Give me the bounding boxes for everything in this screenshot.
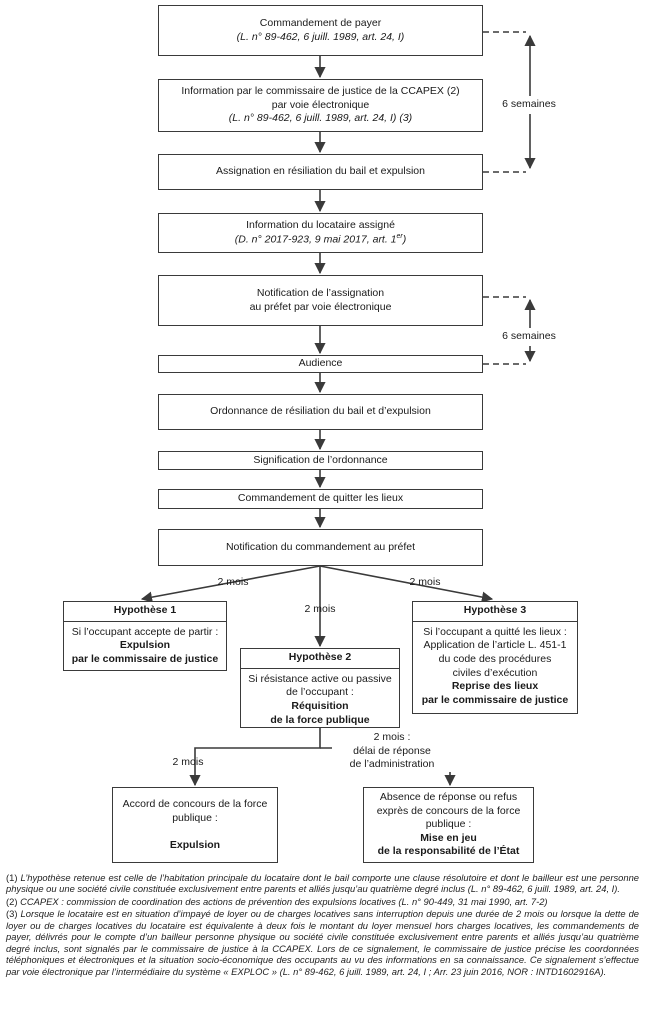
step4-ref-end: ) — [402, 233, 407, 246]
outcome-accord-concours: Accord de concours de la force publique … — [112, 787, 278, 863]
hypothesis-3-title: Hypothèse 3 — [413, 602, 577, 622]
step6-title: Audience — [298, 357, 343, 370]
step2-line2: par voie électronique — [271, 98, 370, 111]
footnote-3: (3) Lorsque le locataire est en situatio… — [6, 908, 639, 977]
step-notification-assignation-prefet: Notification de l’assignation au préfet … — [158, 275, 483, 326]
outcome-absence-reponse: Absence de réponse ou refus exprès de co… — [363, 787, 534, 863]
footnote-3-number: (3) — [6, 908, 18, 920]
step-information-ccapex: Information par le commissaire de justic… — [158, 79, 483, 132]
footnote-1-number: (1) — [6, 872, 18, 883]
hypothesis-3-text4: civiles d’exécution — [452, 666, 538, 679]
footnote-3-text: Lorsque le locataire est en situation d’… — [6, 908, 640, 977]
hypothesis-1-body: Si l’occupant accepte de partir : Expuls… — [68, 622, 223, 667]
hypothesis-1-title: Hypothèse 1 — [64, 602, 226, 622]
step5-line1: Notification de l’assignation — [256, 286, 385, 299]
step4-ref-text: (D. n° 2017-923, 9 mai 2017, art. 1 — [234, 233, 397, 246]
outcome-right-text1: Absence de réponse ou refus — [379, 790, 518, 803]
delay-six-weeks-1: 6 semaines — [502, 98, 556, 110]
hypothesis-3-bold1: Reprise des lieux — [451, 680, 539, 693]
outcome-right-text3: publique : — [425, 818, 472, 831]
hypothesis-2-bold2: de la force publique — [270, 713, 370, 726]
hypothesis-2: Hypothèse 2 Si résistance active ou pass… — [240, 648, 400, 728]
hypothesis-2-text2: de l’occupant : — [286, 686, 354, 699]
delay-six-weeks-2: 6 semaines — [502, 330, 556, 342]
step-notification-commandement-prefet: Notification du commandement au préfet — [158, 529, 483, 566]
procedure-flowchart: Commandement de payer (L. n° 89-462, 6 j… — [63, 5, 578, 863]
hypothesis-2-bold1: Réquisition — [291, 699, 349, 712]
step7-title: Ordonnance de résiliation du bail et d’e… — [210, 405, 431, 418]
hypothesis-3: Hypothèse 3 Si l’occupant a quitté les l… — [412, 601, 578, 714]
outcome-left-bold: Expulsion — [169, 839, 221, 852]
hypothesis-3-text3: du code des procédures — [438, 652, 552, 665]
hypothesis-1-bold2: par le commissaire de justice — [71, 652, 219, 665]
delay-two-months-center: 2 mois — [304, 603, 336, 615]
hypothesis-1-bold1: Expulsion — [119, 639, 171, 652]
footnote-2-text: CCAPEX : commission de coordination des … — [20, 895, 548, 907]
step10-title: Notification du commandement au préfet — [225, 540, 416, 553]
step5-line2: au préfet par voie électronique — [249, 300, 392, 313]
step1-title: Commandement de payer — [259, 16, 382, 29]
step9-title: Commandement de quitter les lieux — [237, 492, 404, 505]
footnotes: (1) L’hypothèse retenue est celle de l’h… — [6, 872, 639, 978]
delay-bottom-right-line1: 2 mois : — [373, 731, 411, 743]
delay-two-months-left: 2 mois — [217, 576, 249, 588]
footnote-1-text: L’hypothèse retenue est celle de l’habit… — [6, 872, 640, 895]
outcome-left-text2: publique : — [172, 811, 218, 824]
step4-ref-sup: er — [396, 233, 403, 241]
outcome-right-bold2: de la responsabilité de l’État — [377, 845, 520, 858]
step8-title: Signification de l’ordonnance — [253, 453, 388, 466]
arrow-to-hypothesis-1 — [140, 565, 321, 603]
footnote-1: (1) L’hypothèse retenue est celle de l’h… — [6, 872, 639, 895]
hypothesis-2-body: Si résistance active ou passive de l’occ… — [244, 669, 396, 728]
delay-two-months-bottom-left: 2 mois — [172, 756, 204, 768]
step1-reference: (L. n° 89-462, 6 juill. 1989, art. 24, I… — [236, 30, 405, 43]
step-signification: Signification de l’ordonnance — [158, 451, 483, 470]
hypothesis-1-text: Si l’occupant accepte de partir : — [71, 625, 219, 638]
step3-title: Assignation en résiliation du bail et ex… — [216, 165, 425, 178]
outcome-right-bold1: Mise en jeu — [420, 831, 477, 844]
step-ordonnance: Ordonnance de résiliation du bail et d’e… — [158, 394, 483, 430]
delay-bottom-right-line3: de l’administration — [349, 758, 435, 771]
hypothesis-3-body: Si l’occupant a quitté les lieux : Appli… — [418, 622, 573, 708]
step4-title: Information du locataire assigné — [246, 218, 395, 231]
delay-two-months-right: 2 mois — [409, 576, 441, 588]
hypothesis-1: Hypothèse 1 Si l’occupant accepte de par… — [63, 601, 227, 671]
footnote-2: (2) CCAPEX : commission de coordination … — [6, 896, 639, 907]
outcome-right-text2: exprès de concours de la force — [376, 804, 521, 817]
delay-bottom-right-line2: délai de réponse — [353, 744, 431, 757]
delay-two-months-bottom-right: 2 mois : délai de réponse de l’administr… — [332, 731, 452, 772]
hypothesis-3-text1: Si l’occupant a quitté les lieux : — [423, 625, 567, 638]
step-commandement-de-payer: Commandement de payer (L. n° 89-462, 6 j… — [158, 5, 483, 56]
step-commandement-quitter: Commandement de quitter les lieux — [158, 489, 483, 509]
step-assignation: Assignation en résiliation du bail et ex… — [158, 154, 483, 190]
step2-line1: Information par le commissaire de justic… — [181, 85, 460, 98]
hypothesis-3-text2: Application de l’article L. 451-1 — [423, 639, 567, 652]
step2-reference: (L. n° 89-462, 6 juill. 1989, art. 24, I… — [228, 112, 413, 125]
arrow-to-outcome-left — [189, 728, 321, 787]
hypothesis-2-text1: Si résistance active ou passive — [248, 672, 392, 685]
outcome-left-text1: Accord de concours de la force — [122, 798, 268, 810]
arrow-to-hypothesis-3 — [319, 565, 494, 603]
step-audience: Audience — [158, 355, 483, 373]
footnote-2-number: (2) — [6, 895, 18, 907]
step-information-locataire: Information du locataire assigné (D. n° … — [158, 213, 483, 253]
hypothesis-2-title: Hypothèse 2 — [241, 649, 399, 669]
hypothesis-3-bold2: par le commissaire de justice — [421, 693, 569, 706]
step4-reference: (D. n° 2017-923, 9 mai 2017, art. 1er) — [235, 232, 407, 247]
